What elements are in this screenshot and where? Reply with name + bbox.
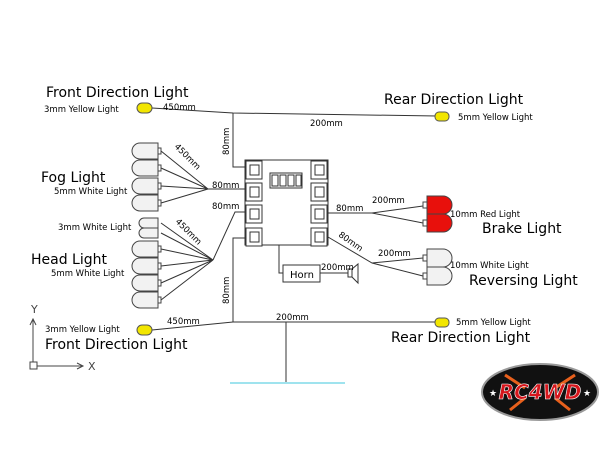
len-fog-lead: 80mm — [212, 181, 239, 191]
len-horn-speaker: 200mm — [321, 263, 354, 273]
svg-text:★: ★ — [489, 389, 497, 399]
spec-fog: 5mm White Light — [54, 187, 128, 197]
dip-switch — [269, 172, 303, 189]
len-rev-split: 200mm — [378, 249, 411, 259]
svg-text:★: ★ — [583, 389, 591, 399]
spec-rear-direction-bottom: 5mm Yellow Light — [456, 318, 531, 328]
control-module — [244, 159, 329, 247]
front-direction-light-top — [136, 102, 153, 114]
axis-x-label: X — [88, 360, 96, 373]
spec-rear-direction-top: 5mm Yellow Light — [458, 113, 533, 123]
wires — [151, 107, 438, 382]
fog-light-bulbs — [131, 142, 162, 212]
len-vert-bottom: 80mm — [222, 277, 232, 304]
label-front-direction-top: Front Direction Light — [46, 85, 189, 101]
rc4wd-logo: RC4WD ★ ★ — [481, 363, 599, 421]
spec-brake: 10mm Red Light — [450, 210, 521, 220]
rear-direction-light-bottom — [434, 317, 450, 328]
len-head-lead: 80mm — [212, 202, 239, 212]
len-rear-top: 200mm — [310, 119, 343, 129]
spec-front-direction-top: 3mm Yellow Light — [44, 105, 119, 115]
head-light-bulbs — [131, 217, 162, 309]
label-front-direction-bottom: Front Direction Light — [45, 337, 188, 353]
len-front-bottom: 450mm — [167, 317, 200, 327]
horn: Horn — [282, 264, 321, 283]
label-rear-direction-bottom: Rear Direction Light — [391, 330, 531, 346]
front-direction-light-bottom — [136, 324, 153, 336]
label-rear-direction-top: Rear Direction Light — [384, 92, 524, 108]
axis-indicator — [29, 317, 85, 370]
spec-head: 5mm White Light — [51, 269, 125, 279]
len-rear-bottom: 200mm — [276, 313, 309, 323]
speaker-icon — [347, 262, 359, 285]
label-brake: Brake Light — [482, 221, 562, 237]
spec-front-direction-bottom: 3mm Yellow Light — [45, 325, 120, 335]
spec-head-small: 3mm White Light — [58, 223, 132, 233]
rear-direction-light-top — [434, 111, 450, 122]
label-reversing: Reversing Light — [469, 273, 578, 289]
svg-text:RC4WD: RC4WD — [499, 380, 582, 404]
len-vert-top: 80mm — [222, 128, 232, 155]
len-front-top: 450mm — [163, 103, 196, 113]
axis-y-label: Y — [30, 303, 38, 316]
brake-light-bulbs — [422, 195, 453, 233]
reversing-light-bulbs — [422, 248, 453, 286]
label-head: Head Light — [31, 252, 108, 268]
horn-label: Horn — [290, 270, 314, 281]
len-brake-lead: 80mm — [336, 204, 363, 214]
label-fog: Fog Light — [41, 170, 106, 186]
len-brake-split: 200mm — [372, 196, 405, 206]
spec-reversing: 10mm White Light — [450, 261, 529, 271]
len-fog-bundle: 450mm — [172, 142, 202, 172]
